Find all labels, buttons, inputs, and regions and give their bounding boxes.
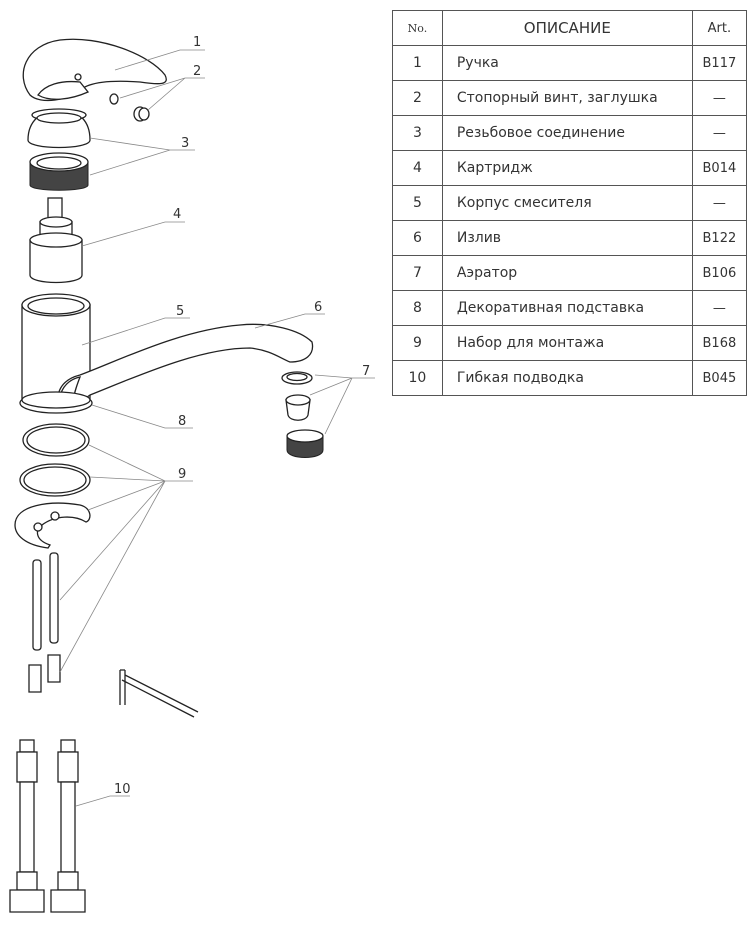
- flexible-hoses-part: [9, 739, 86, 913]
- threaded-connection-part: [27, 108, 91, 191]
- cell-no: 3: [392, 115, 443, 151]
- decorative-base-part: [19, 391, 93, 414]
- cell-no: 5: [392, 185, 443, 221]
- header-art: Art.: [691, 10, 747, 46]
- spout-part: [57, 323, 314, 408]
- cell-description: Декоративная подставка: [441, 290, 693, 326]
- header-description: ОПИСАНИЕ: [441, 10, 693, 46]
- cell-art: B014: [691, 150, 747, 186]
- cell-no: 4: [392, 150, 443, 186]
- callout-1: 1: [193, 35, 201, 50]
- callout-7: 7: [362, 364, 370, 379]
- cell-no: 2: [392, 80, 443, 116]
- callout-3: 3: [181, 136, 189, 151]
- cell-art: —: [691, 290, 747, 326]
- cell-description: Корпус смесителя: [441, 185, 693, 221]
- callout-labels: 1 2 3 4 5 6 7 8 9 10: [114, 35, 370, 797]
- aerator-part: [281, 371, 324, 458]
- callout-9: 9: [178, 467, 186, 482]
- table-header-row: No. ОПИСАНИЕ Art.: [392, 10, 747, 46]
- callout-8: 8: [178, 414, 186, 429]
- exploded-view-diagram: 1 2 3 4 5 6 7 8 9 10: [9, 35, 375, 913]
- mounting-kit-part: [14, 423, 199, 718]
- cell-art: B106: [691, 255, 747, 291]
- cell-description: Излив: [441, 220, 693, 256]
- cartridge-part: [29, 197, 83, 284]
- cell-no: 8: [392, 290, 443, 326]
- handle-part: [22, 38, 167, 102]
- cell-description: Стопорный винт, заглушка: [441, 80, 693, 116]
- cell-no: 6: [392, 220, 443, 256]
- cell-art: —: [691, 115, 747, 151]
- cell-description: Аэратор: [441, 255, 693, 291]
- cell-no: 1: [392, 45, 443, 81]
- cell-art: B117: [691, 45, 747, 81]
- header-no: No.: [392, 10, 443, 46]
- cell-art: —: [691, 80, 747, 116]
- cell-no: 9: [392, 325, 443, 361]
- cell-description: Ручка: [441, 45, 693, 81]
- cell-description: Резьбовое соединение: [441, 115, 693, 151]
- callout-6: 6: [314, 300, 322, 315]
- callout-5: 5: [176, 304, 184, 319]
- callout-4: 4: [173, 207, 181, 222]
- cell-no: 10: [392, 360, 443, 396]
- cell-art: B168: [691, 325, 747, 361]
- cell-art: B122: [691, 220, 747, 256]
- cell-description: Картридж: [441, 150, 693, 186]
- cell-art: B045: [691, 360, 747, 396]
- cell-description: Гибкая подводка: [441, 360, 693, 396]
- callout-10: 10: [114, 782, 131, 797]
- screw-and-cap-part: [109, 93, 150, 122]
- cell-art: —: [691, 185, 747, 221]
- cell-no: 7: [392, 255, 443, 291]
- callout-2: 2: [193, 64, 201, 79]
- cell-description: Набор для монтажа: [441, 325, 693, 361]
- leader-lines: [59, 49, 375, 807]
